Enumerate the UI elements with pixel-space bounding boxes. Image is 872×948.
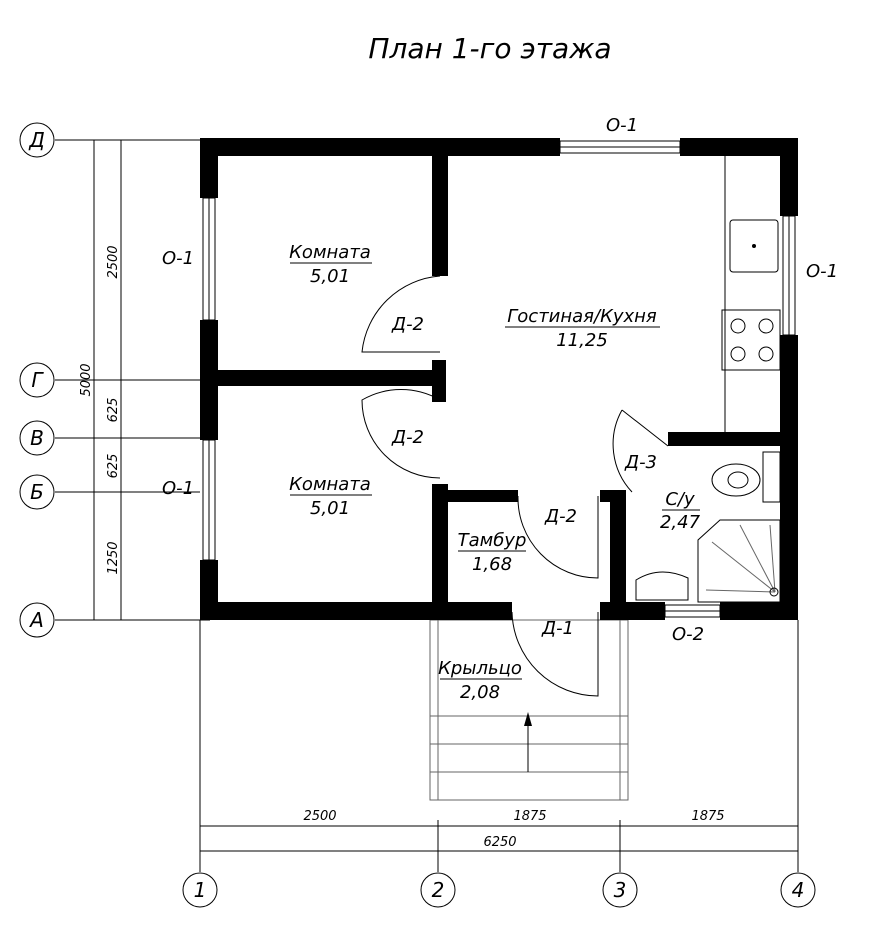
axis-label: 1 — [194, 878, 207, 902]
window-tag: О-1 — [162, 478, 194, 499]
dim: 625 — [106, 454, 121, 479]
door-tag: Д-2 — [391, 427, 424, 448]
room-name: С/у — [665, 489, 695, 510]
door-tag: Д-2 — [544, 506, 577, 527]
toilet-icon — [711, 463, 761, 497]
window-tag: О-1 — [606, 115, 638, 136]
kitchen-sink-icon — [729, 219, 779, 273]
door-tag: Д-3 — [624, 452, 657, 473]
room-area: 2,47 — [660, 512, 701, 533]
walls — [200, 138, 798, 620]
axis-label: Г — [31, 368, 44, 392]
axis-label: Д — [28, 128, 45, 152]
windows — [202, 140, 796, 618]
dim-total: 6250 — [483, 835, 516, 850]
tags: Д-2 Д-2 Д-2 Д-3 Д-1 О-1 О-1 О-1 О-1 О-2 — [162, 115, 838, 645]
plan-title: План 1-го этажа — [368, 32, 611, 65]
dim: 1875 — [513, 809, 546, 824]
axis-label: 4 — [792, 878, 805, 902]
porch — [429, 619, 629, 801]
room-labels: Комната 5,01 Комната 5,01 Гостиная/Кухня… — [289, 242, 700, 703]
room-area: 5,01 — [310, 266, 350, 287]
shower-icon — [697, 519, 781, 603]
room-name: Тамбур — [458, 530, 527, 551]
room-area: 5,01 — [310, 498, 350, 519]
axis-label: Б — [30, 480, 44, 504]
dim-total: 5000 — [79, 363, 94, 396]
window-tag: О-2 — [672, 624, 704, 645]
axis-markers-rows: Д Г В Б А — [19, 122, 55, 638]
axis-grid — [55, 139, 799, 872]
stove-icon — [721, 309, 781, 371]
bottom-dimensions: 2500 1875 1875 6250 — [200, 809, 798, 852]
room-area: 1,68 — [472, 554, 512, 575]
room-name: Крыльцо — [438, 658, 522, 679]
window-tag: О-1 — [162, 248, 194, 269]
dim: 1250 — [106, 541, 121, 574]
room-name: Комната — [289, 242, 371, 263]
dim: 2500 — [303, 809, 336, 824]
axis-label: В — [30, 426, 44, 450]
axis-label: 3 — [614, 878, 627, 902]
toilet-tank — [762, 451, 781, 503]
room-area: 2,08 — [460, 682, 500, 703]
fixtures — [635, 156, 781, 603]
window-tag: О-1 — [806, 261, 838, 282]
left-dimensions: 5000 2500 625 625 1250 — [79, 140, 122, 620]
doors — [361, 275, 669, 697]
dim: 1875 — [691, 809, 724, 824]
axis-label: 2 — [432, 878, 445, 902]
room-area: 11,25 — [556, 330, 608, 351]
room-name: Комната — [289, 474, 371, 495]
dim: 2500 — [106, 245, 121, 278]
door-tag: Д-2 — [391, 314, 424, 335]
dim: 625 — [106, 398, 121, 423]
washbasin-icon — [635, 571, 689, 601]
room-name: Гостиная/Кухня — [507, 306, 657, 327]
door-tag: Д-1 — [541, 618, 574, 639]
axis-label: А — [28, 608, 44, 632]
axis-markers-cols: 1 2 3 4 — [182, 872, 816, 908]
